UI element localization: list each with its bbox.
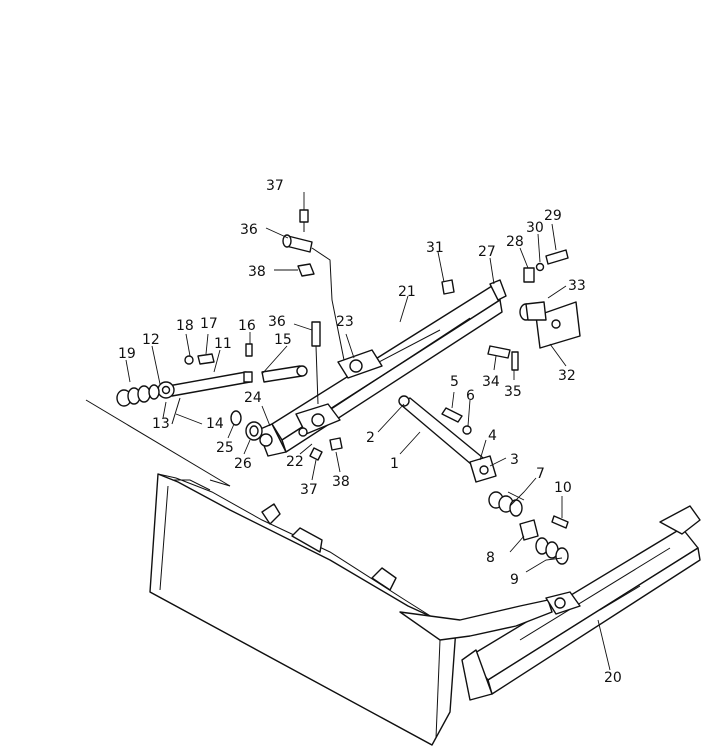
nut-38-lower xyxy=(329,437,343,451)
brace-1 xyxy=(398,395,497,483)
callout-36-upper: 36 xyxy=(240,222,258,238)
callout-4: 4 xyxy=(488,428,497,444)
grease-fitting-16 xyxy=(245,343,253,357)
callout-17: 17 xyxy=(200,316,218,332)
callout-32: 32 xyxy=(558,368,576,384)
washers-19 xyxy=(116,384,160,407)
frame-20 xyxy=(399,505,701,701)
callout-8: 8 xyxy=(486,550,495,566)
rod-11 xyxy=(157,371,253,399)
callout-27: 27 xyxy=(478,244,496,260)
callout-2: 2 xyxy=(366,430,375,446)
callout-38-upper: 38 xyxy=(248,264,266,280)
bolt-29 xyxy=(545,249,569,265)
callout-24: 24 xyxy=(244,390,262,406)
callout-21: 21 xyxy=(398,284,416,300)
washer-35 xyxy=(511,351,519,371)
nut-17 xyxy=(197,353,215,365)
bolt-15 xyxy=(261,365,308,383)
callout-14: 14 xyxy=(206,416,224,432)
callout-9: 9 xyxy=(510,572,519,588)
callout-20: 20 xyxy=(604,670,622,686)
ball-stud-33 xyxy=(519,301,547,321)
washer-18 xyxy=(184,355,194,365)
callout-25: 25 xyxy=(216,440,234,456)
callout-22: 22 xyxy=(286,454,304,470)
callout-37-lower: 37 xyxy=(300,482,318,498)
callout-1: 1 xyxy=(390,456,399,472)
ball-joint-23 xyxy=(337,349,383,379)
callout-23: 23 xyxy=(336,314,354,330)
callout-26: 26 xyxy=(234,456,252,472)
callout-15: 15 xyxy=(274,332,292,348)
callout-31: 31 xyxy=(426,240,444,256)
bushing-25 xyxy=(230,410,242,426)
nut-38-upper xyxy=(297,263,315,277)
nut-31 xyxy=(441,279,455,295)
callout-19: 19 xyxy=(118,346,136,362)
blade xyxy=(85,399,457,746)
block-8 xyxy=(519,519,539,541)
callout-13: 13 xyxy=(152,416,170,432)
pin-36-middle xyxy=(311,321,321,405)
bolt-37-lower xyxy=(309,447,323,461)
callout-18: 18 xyxy=(176,318,194,334)
washer-30 xyxy=(535,262,545,272)
bushing-26 xyxy=(245,421,263,441)
clip-28 xyxy=(523,267,535,283)
shims-9 xyxy=(535,537,569,565)
bolt-37-upper xyxy=(299,209,309,232)
callout-28: 28 xyxy=(506,234,524,250)
callout-33: 33 xyxy=(568,278,586,294)
shims-7 xyxy=(488,491,523,517)
callout-36-middle: 36 xyxy=(268,314,286,330)
callout-6: 6 xyxy=(466,388,475,404)
callout-7: 7 xyxy=(536,466,545,482)
callout-29: 29 xyxy=(544,208,562,224)
bolt-34 xyxy=(487,345,511,359)
bolt-10 xyxy=(551,515,569,529)
callout-labels: 37 36 38 21 31 27 28 30 29 33 32 35 34 2… xyxy=(118,178,622,686)
callout-34: 34 xyxy=(482,374,500,390)
callout-30: 30 xyxy=(526,220,544,236)
ball-joint-22 xyxy=(295,403,341,437)
pin-36-upper xyxy=(282,234,313,253)
leader-pin-path xyxy=(311,247,345,361)
callout-35: 35 xyxy=(504,384,522,400)
callout-38-lower: 38 xyxy=(332,474,350,490)
leader-lines xyxy=(125,192,611,671)
bolt-14 xyxy=(171,397,181,425)
callout-3: 3 xyxy=(510,452,519,468)
callout-10: 10 xyxy=(554,480,572,496)
callout-5: 5 xyxy=(450,374,459,390)
washer-6 xyxy=(462,425,472,435)
callout-16: 16 xyxy=(238,318,256,334)
arm-21 xyxy=(257,279,507,457)
callout-37-upper: 37 xyxy=(266,178,284,194)
bolt-5 xyxy=(441,407,463,423)
callout-11: 11 xyxy=(214,336,232,352)
callout-12: 12 xyxy=(142,332,160,348)
bracket-32 xyxy=(535,301,581,349)
